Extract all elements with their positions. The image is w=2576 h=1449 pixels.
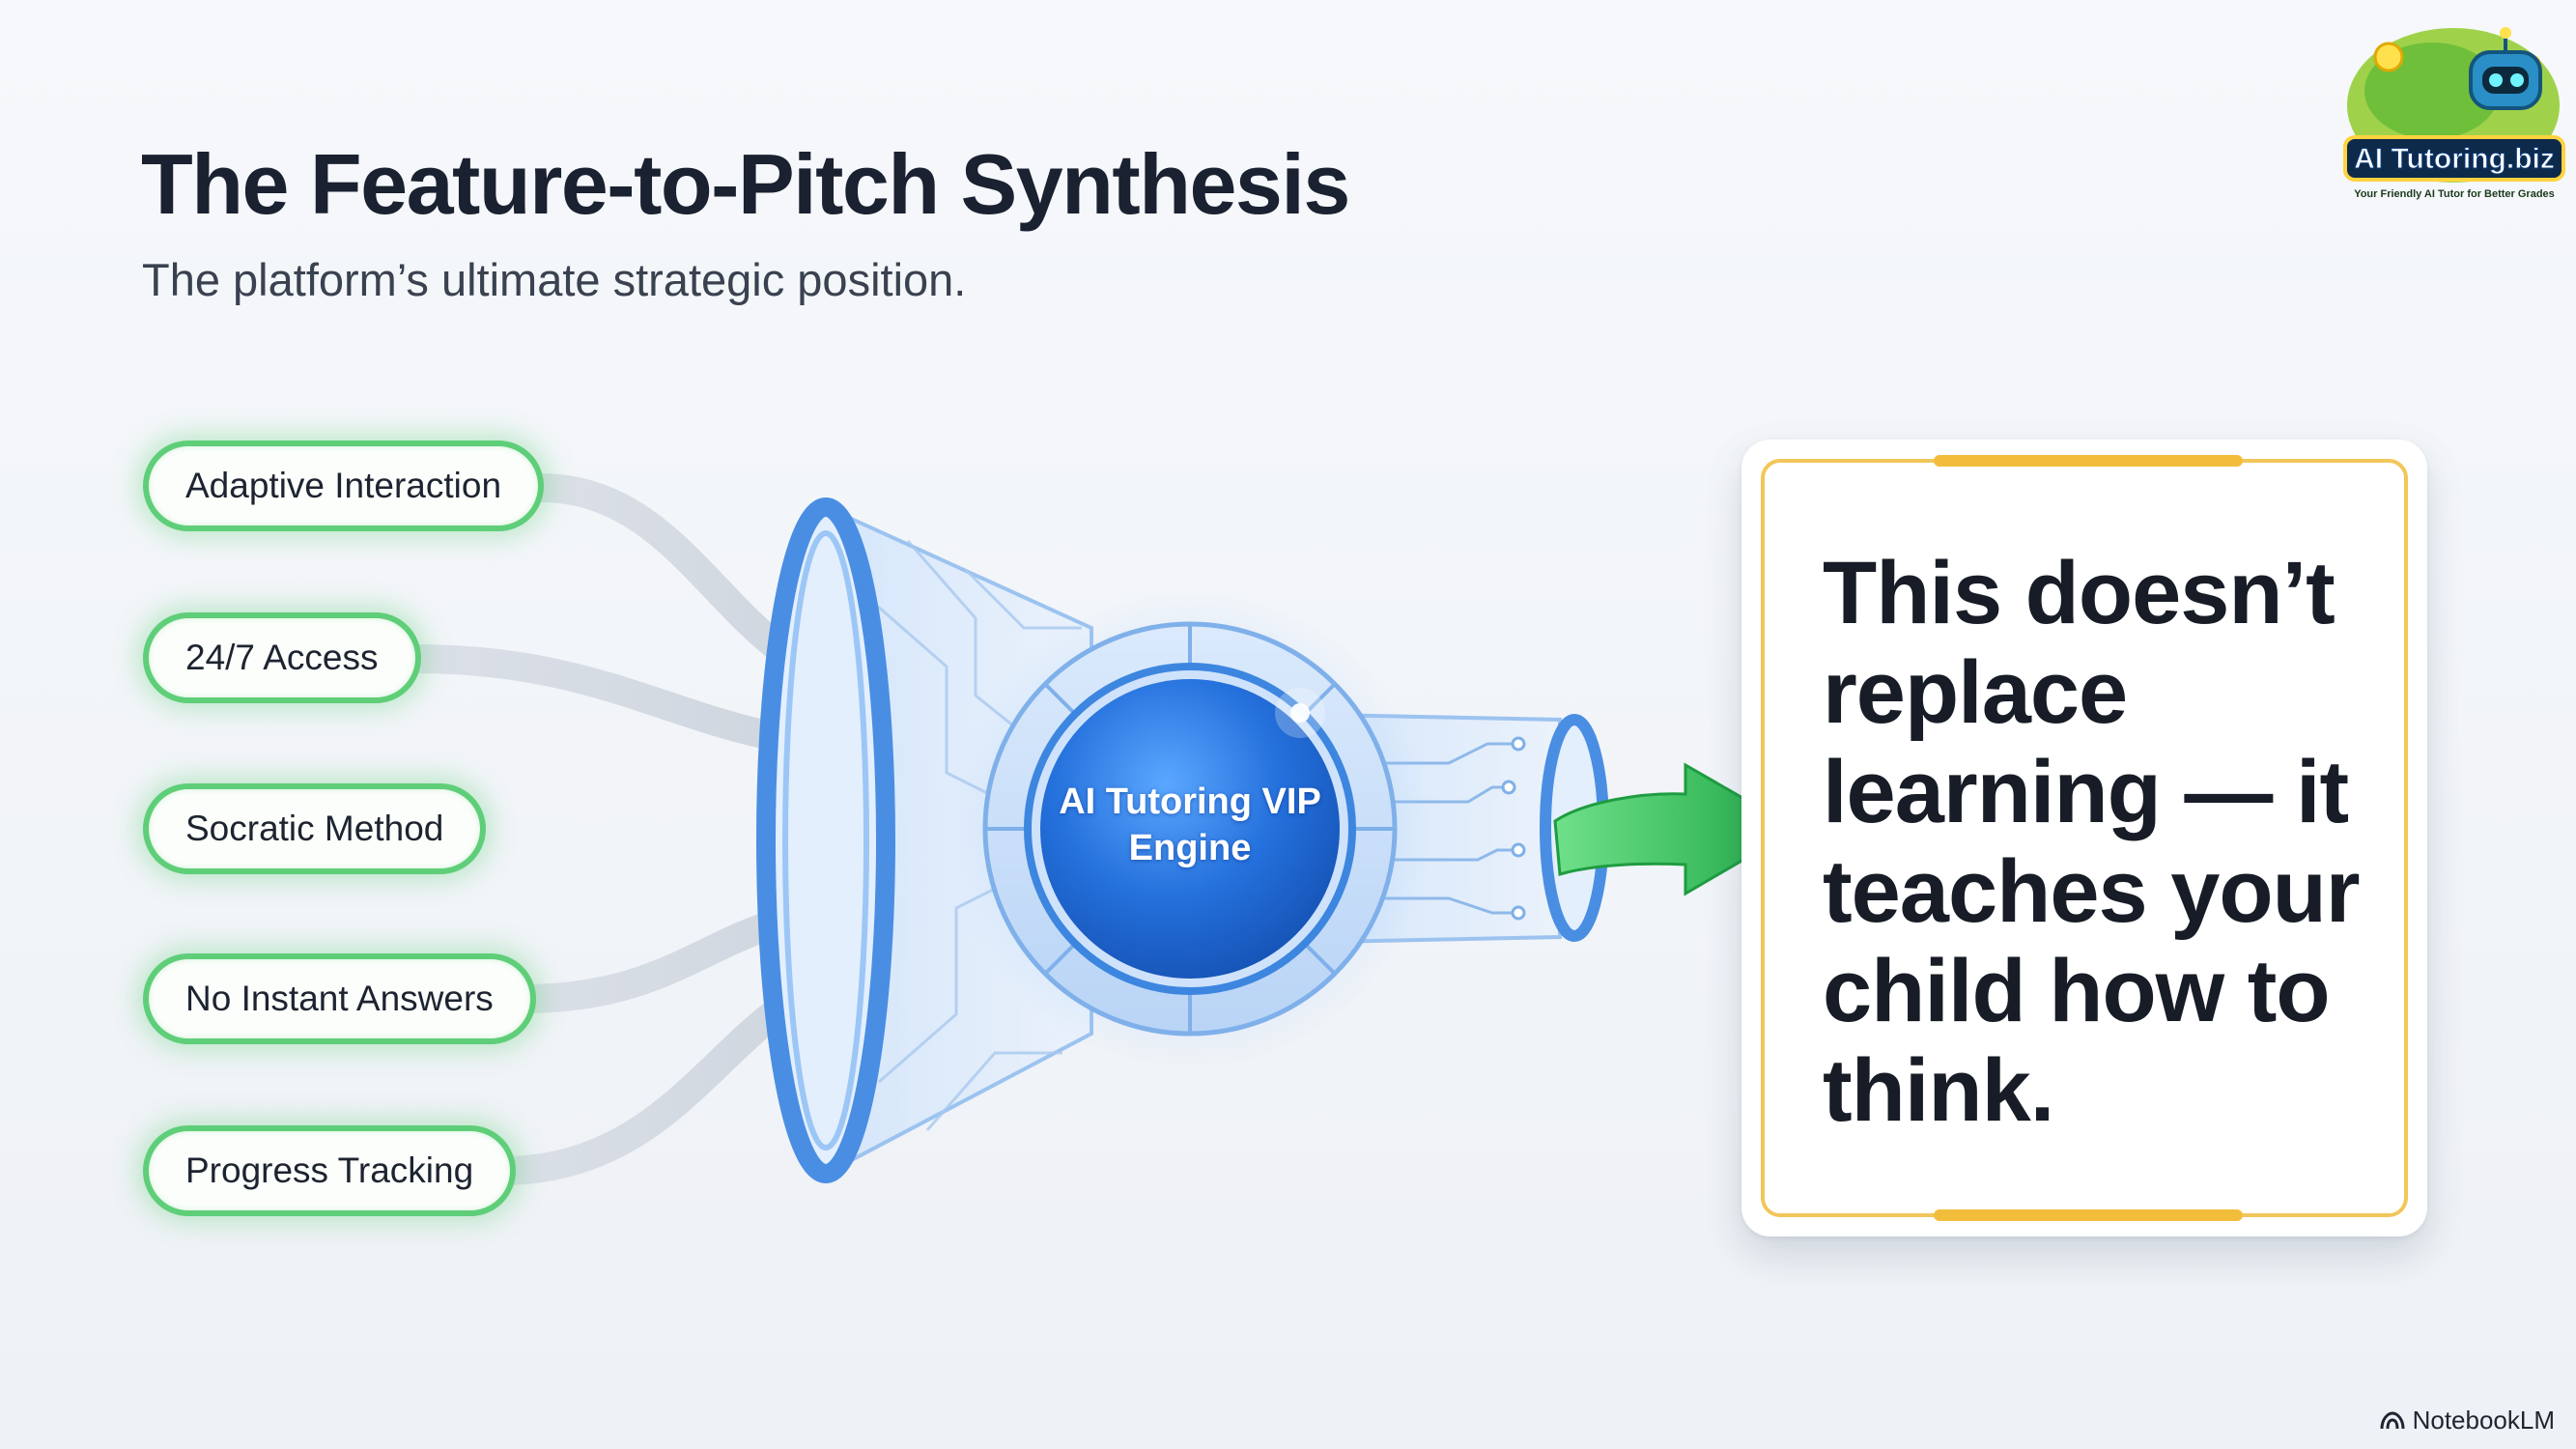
pitch-card: This doesn’t replace learning — it teach… xyxy=(1741,440,2427,1236)
pitch-card-top-accent xyxy=(1934,455,2243,467)
page-subtitle: The platform’s ultimate strategic positi… xyxy=(142,254,967,305)
feature-label: Adaptive Interaction xyxy=(185,466,502,505)
pitch-card-bottom-accent xyxy=(1934,1209,2243,1221)
ai-tutoring-logo: AI Tutoring.biz Your Friendly AI Tutor f… xyxy=(2343,27,2565,200)
feature-label: Progress Tracking xyxy=(185,1151,474,1190)
page-title: The Feature-to-Pitch Synthesis xyxy=(141,136,1350,232)
notebooklm-watermark: NotebookLM xyxy=(2380,1406,2555,1435)
pitch-card-frame xyxy=(1761,455,2408,1221)
engine-core xyxy=(948,587,1431,1070)
logo-wordmark: AI Tutoring.biz xyxy=(2354,143,2555,175)
feature-adaptive-interaction: Adaptive Interaction xyxy=(143,440,545,531)
notebooklm-label: NotebookLM xyxy=(2412,1406,2555,1435)
feature-progress-tracking: Progress Tracking xyxy=(143,1125,517,1216)
notebooklm-icon xyxy=(2380,1410,2405,1429)
feature-label: No Instant Answers xyxy=(185,979,494,1018)
feature-24-7-access: 24/7 Access xyxy=(143,612,421,703)
pitch-statement: This doesn’t replace learning — it teach… xyxy=(1823,544,2361,1140)
feature-label: Socratic Method xyxy=(185,809,444,848)
feature-label: 24/7 Access xyxy=(185,638,379,677)
logo-tagline: Your Friendly AI Tutor for Better Grades xyxy=(2354,188,2555,200)
feature-socratic-method: Socratic Method xyxy=(143,783,487,874)
feature-no-instant-answers: No Instant Answers xyxy=(143,953,536,1044)
engine-label: AI Tutoring VIP Engine xyxy=(1059,781,1321,868)
output-arrow xyxy=(1553,762,1799,896)
